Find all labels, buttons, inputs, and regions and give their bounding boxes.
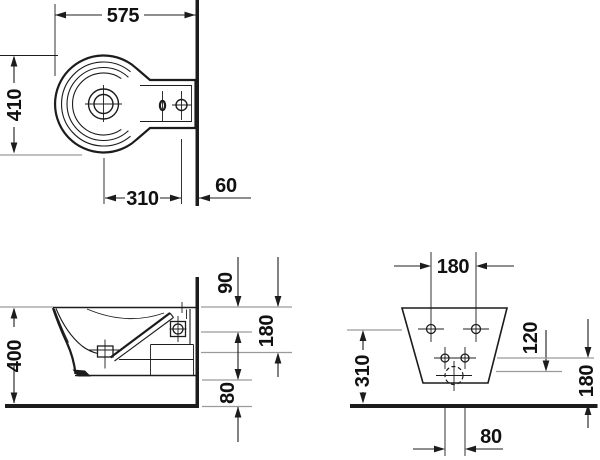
dim-top-drain-to-inlet: 310 <box>105 188 181 210</box>
top-view: 575 410 310 60 <box>0 0 251 210</box>
dim-label-410: 410 <box>4 89 26 122</box>
dim-label-80-side: 80 <box>217 382 239 404</box>
dim-top-overall-depth: 410 <box>4 55 26 154</box>
bowl-rim-arc-middle <box>66 67 129 141</box>
dim-back-hole-height: 310 <box>347 329 402 404</box>
dim-side-inlet-drop: 180 <box>256 257 282 377</box>
wall-section-top-view <box>195 0 199 206</box>
fixing-bracket-crosshair <box>169 316 187 342</box>
dim-label-60: 60 <box>215 175 237 197</box>
dim-label-180-outlet: 180 <box>576 365 598 398</box>
base-detail-lines <box>119 344 194 376</box>
dim-side-top-drop: 90 80 <box>215 257 242 442</box>
bidet-plan-outline <box>54 54 197 154</box>
dim-top-inlet-to-wall: 60 <box>199 175 251 202</box>
dim-label-80-back: 80 <box>480 426 502 448</box>
dim-back-outlet-width: 80 <box>413 426 503 453</box>
side-view: 400 90 80 180 <box>0 257 292 442</box>
bowl-wall-thickness-line <box>54 308 69 343</box>
bowl-back-curve <box>86 308 165 320</box>
floor-line-back-view <box>350 404 598 408</box>
dim-label-180-holes: 180 <box>437 256 470 278</box>
rim-slope-edge <box>109 312 171 359</box>
floor-line-side-view <box>5 404 199 408</box>
bowl-rim-arc-outer <box>60 61 131 147</box>
dim-top-overall-width: 575 <box>55 5 196 27</box>
lower-holes-crosshair <box>434 347 476 369</box>
outlet-crosshair <box>436 361 472 391</box>
bowl-inner-contour <box>55 308 99 355</box>
dim-label-90: 90 <box>215 272 237 294</box>
dim-side-overall-height: 400 <box>4 307 26 404</box>
dim-back-outlet-height: 180 <box>497 319 598 428</box>
dim-label-180-side: 180 <box>256 315 278 348</box>
dim-label-310-back: 310 <box>352 355 374 388</box>
dim-label-575: 575 <box>107 5 140 27</box>
dim-label-400: 400 <box>4 340 26 373</box>
drain-crosshair <box>85 85 122 122</box>
dim-label-310-top: 310 <box>126 188 159 210</box>
bidet-front-contour <box>51 307 77 375</box>
dim-back-hole-drop: 120 <box>496 322 562 373</box>
bidet-back-outline <box>400 307 509 384</box>
dim-label-120: 120 <box>520 322 542 355</box>
drain-profile-crosshair <box>88 339 122 369</box>
bidet-foot <box>72 369 91 377</box>
back-view: 180 310 120 180 80 <box>347 252 598 456</box>
bowl-rim-arc-inner <box>71 72 122 136</box>
inlet-hole-crosshair <box>172 91 192 120</box>
back-section-inner-contour <box>140 85 192 122</box>
wall-section-side-view <box>195 277 199 405</box>
rim-slope-inner <box>114 312 174 362</box>
dim-back-hole-spacing: 180 <box>394 256 514 278</box>
